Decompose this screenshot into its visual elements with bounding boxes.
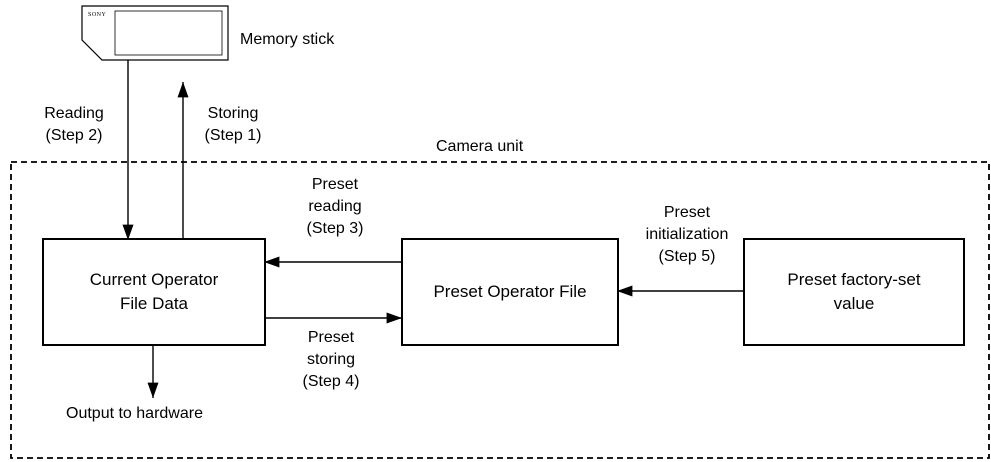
current-operator-file-data-box: Current Operator File Data <box>42 238 266 346</box>
preset-initialization-label: Preset initialization (Step 5) <box>645 204 729 265</box>
preset-factory-set-value-box: Preset factory-set value <box>743 238 965 346</box>
preset-storing-label: Preset storing (Step 4) <box>302 329 360 390</box>
camera-unit-boundary <box>10 161 990 459</box>
camera-unit-label: Camera unit <box>436 138 524 155</box>
preset-factory-set-value-label: Preset factory-set value <box>787 270 921 313</box>
memory-stick-brand: SONY <box>88 12 107 18</box>
reading-label: Reading (Step 2) <box>44 105 104 144</box>
storing-label: Storing (Step 1) <box>204 105 262 144</box>
preset-reading-label: Preset reading (Step 3) <box>306 176 364 237</box>
output-label: Output to hardware <box>66 405 203 422</box>
current-operator-file-data-label: Current Operator File Data <box>89 270 219 313</box>
memory-stick-icon <box>81 5 229 61</box>
preset-operator-file-label: Preset Operator File <box>433 282 587 301</box>
memory-stick-label: Memory stick <box>240 31 335 48</box>
preset-operator-file-box: Preset Operator File <box>401 238 619 346</box>
